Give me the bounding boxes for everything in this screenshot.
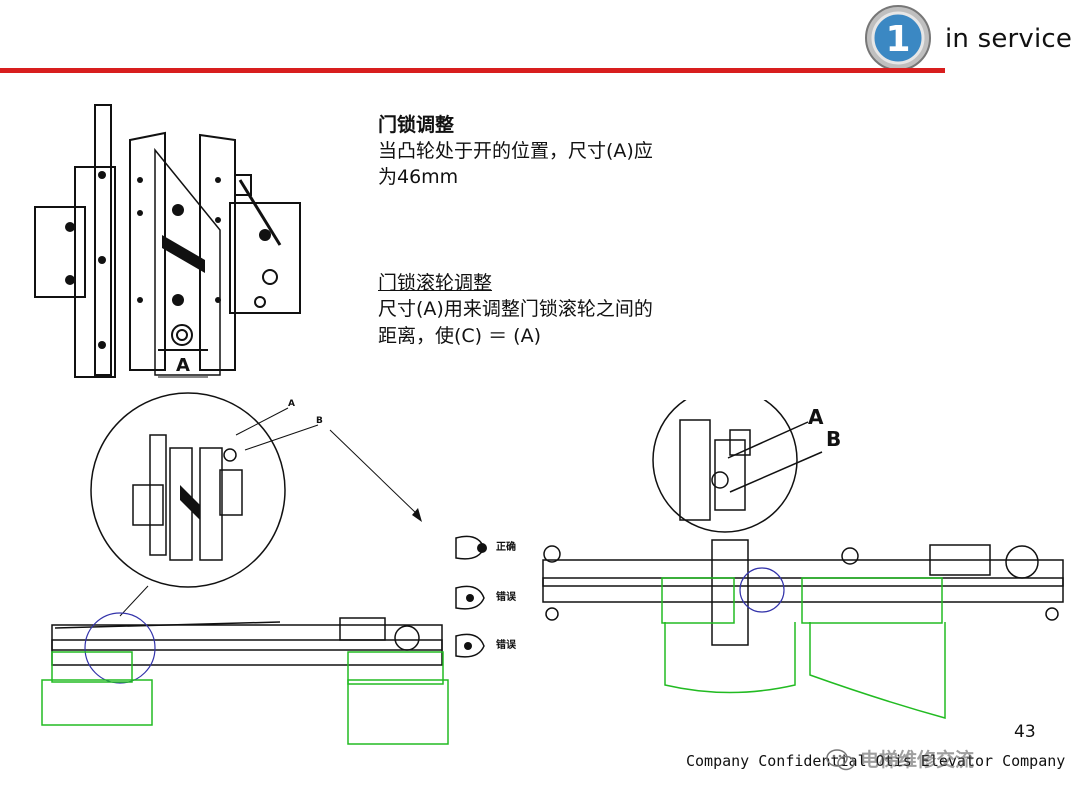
big-b-label: B: [826, 427, 841, 451]
watermark: 电梯维修交流: [860, 749, 975, 771]
lock-adjust-line1: 当凸轮处于开的位置，尺寸(A)应: [378, 140, 653, 162]
wrong-label-2: 错误: [496, 638, 517, 651]
roller-adjust-line1: 尺寸(A)用来调整门锁滚轮之间的: [378, 298, 653, 320]
callout-b-label: B: [316, 416, 323, 426]
header-rule: [0, 68, 945, 73]
door-operator-right-drawing: A B: [542, 400, 1064, 719]
page-number: 43: [1014, 722, 1036, 742]
nut-orientation-diagrams: 正确 错误 错误: [455, 535, 517, 658]
badge-number: 1: [885, 19, 910, 60]
door-lock-drawing: A: [34, 104, 301, 378]
roller-adjust-line2: 距离，使(C) ＝ (A): [378, 325, 541, 347]
roller-adjust-title: 门锁滚轮调整: [378, 272, 493, 294]
footer-text: Company Confidential Otis Elevator Compa…: [686, 752, 1066, 770]
correct-label: 正确: [496, 540, 516, 553]
dimension-a-label: A: [176, 355, 190, 376]
callout-a-label: A: [288, 399, 295, 409]
wechat-icon: [826, 749, 855, 771]
service-badge-icon: 1: [865, 5, 931, 71]
wrong-label-1: 错误: [496, 590, 517, 603]
big-a-label: A: [808, 405, 824, 429]
door-operator-left-drawing: A B: [41, 392, 449, 745]
lock-adjust-line2: 为46mm: [378, 166, 459, 188]
lock-adjust-title: 门锁调整: [378, 114, 455, 136]
header-title: in service: [945, 24, 1073, 54]
